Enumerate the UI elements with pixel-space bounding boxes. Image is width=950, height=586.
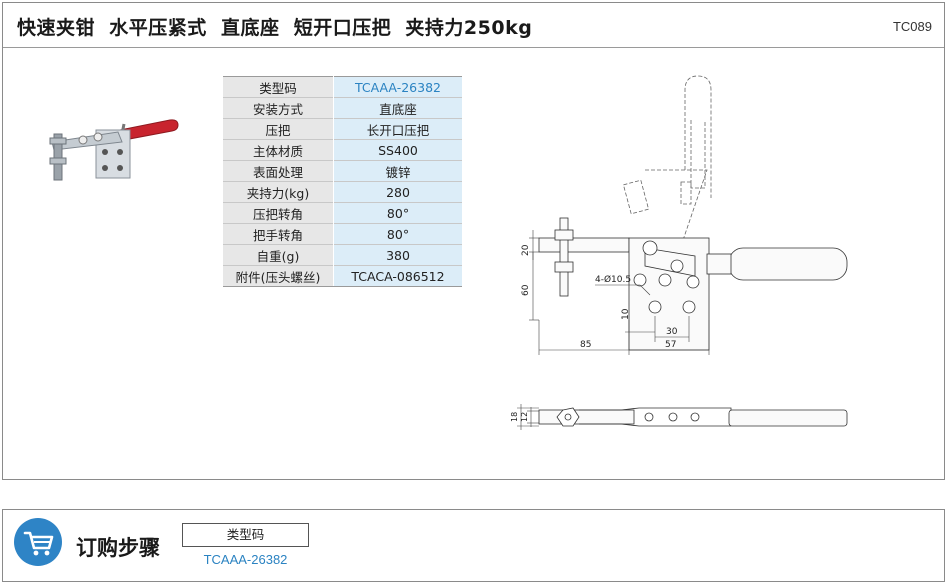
spec-key: 自重(g)	[223, 244, 334, 266]
spec-key: 压把转角	[223, 202, 334, 224]
spec-key: 夹持力(kg)	[223, 181, 334, 203]
spec-value: SS400	[333, 139, 462, 161]
table-row: 附件(压头螺丝)TCACA-086512	[223, 265, 462, 287]
spec-key: 主体材质	[223, 139, 334, 161]
handle-grip	[728, 247, 848, 281]
spec-value: TCACA-086512	[333, 265, 462, 287]
spec-key: 类型码	[223, 76, 334, 98]
order-type-code[interactable]: TCAAA-26382	[203, 552, 288, 567]
table-row: 夹持力(kg)280	[223, 181, 462, 203]
spec-value: 280	[333, 181, 462, 203]
spec-key: 附件(压头螺丝)	[223, 265, 334, 287]
spec-value-type-code[interactable]: TCAAA-26382	[333, 76, 462, 98]
spec-value: 直底座	[333, 97, 462, 119]
cart-icon	[14, 518, 62, 566]
product-photo	[49, 119, 179, 181]
dim-12: 12	[520, 412, 529, 422]
dim-30: 30	[666, 327, 678, 337]
dim-20: 20	[521, 244, 531, 256]
spec-key: 把手转角	[223, 223, 334, 245]
order-panel	[2, 509, 945, 582]
dim-10: 10	[621, 308, 631, 320]
dim-hole: 4-Ø10.5	[595, 274, 631, 285]
spec-key: 表面处理	[223, 160, 334, 182]
table-row: 安装方式直底座	[223, 97, 462, 119]
table-row: 自重(g)380	[223, 244, 462, 266]
dim-57: 57	[665, 340, 676, 350]
spec-key: 安装方式	[223, 97, 334, 119]
order-steps-title: 订购步骤	[76, 536, 160, 560]
spec-value: 80°	[333, 202, 462, 224]
page-title: 快速夹钳 水平压紧式 直底座 短开口压把 夹持力250kg	[17, 17, 533, 39]
title-divider	[3, 47, 944, 48]
order-column-label: 类型码	[182, 523, 309, 547]
table-row: 表面处理镀锌	[223, 160, 462, 182]
spec-key: 压把	[223, 118, 334, 140]
spec-value: 380	[333, 244, 462, 266]
spec-value: 80°	[333, 223, 462, 245]
dim-85: 85	[580, 340, 591, 350]
spec-value: 长开口压把	[333, 118, 462, 140]
product-panel: 快速夹钳 水平压紧式 直底座 短开口压把 夹持力250kg TC089	[2, 2, 945, 480]
product-code: TC089	[892, 19, 932, 34]
open-handle-outline	[622, 75, 712, 247]
top-view: 18 12	[510, 404, 848, 430]
table-row: 压把长开口压把	[223, 118, 462, 140]
technical-drawing: 20 60 10 30 85 57 4-Ø10.5 18 12	[510, 75, 848, 430]
dim-18: 18	[510, 412, 519, 422]
dim-60: 60	[521, 284, 531, 296]
spindle	[559, 217, 569, 297]
spec-value: 镀锌	[333, 160, 462, 182]
base-plate	[538, 237, 630, 253]
